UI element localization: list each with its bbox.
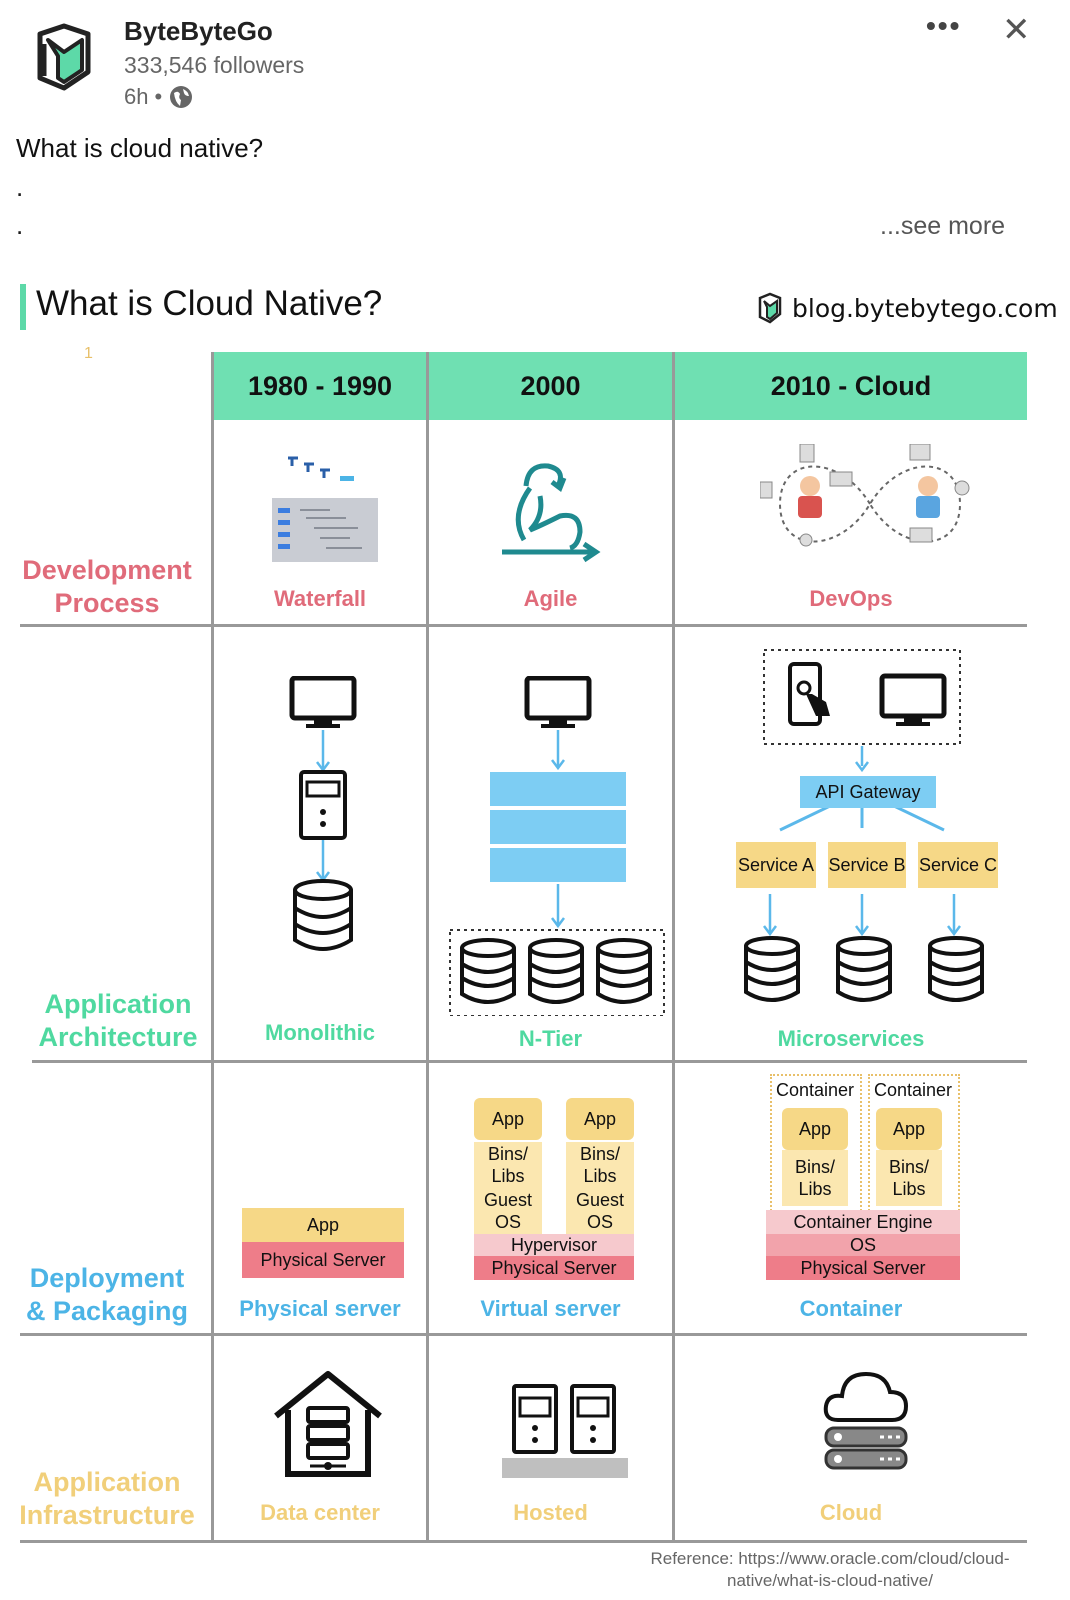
virtual-physical-server-layer: Physical Server <box>474 1256 634 1280</box>
caption-physical-server: Physical server <box>239 1296 401 1321</box>
column-header-2000: 2000 <box>429 352 672 420</box>
cloud-icon <box>823 1371 909 1470</box>
reference-line: Reference: https://www.oracle.com/cloud/… <box>650 1549 1010 1568</box>
container-1-label: Container <box>772 1078 858 1102</box>
marker-number: 1 <box>84 345 93 362</box>
caption-virtual-server: Virtual server <box>480 1296 621 1321</box>
grid-divider <box>32 1060 1027 1063</box>
post-text: What is cloud native? <box>16 133 264 163</box>
grid-divider <box>426 352 429 1542</box>
row-label-line: & Packaging <box>25 1296 189 1326</box>
caption-hosted: Hosted <box>513 1500 588 1525</box>
row-label-deployment: Deployment & Packaging <box>14 1262 200 1328</box>
reference-line: native/what-is-cloud-native/ <box>727 1571 933 1590</box>
caption-container: Container <box>799 1296 903 1321</box>
ntier-diagram <box>449 676 665 1016</box>
monolithic-diagram <box>289 676 357 951</box>
vm2-guest-os: Guest OS <box>566 1188 634 1234</box>
more-options-icon[interactable]: ••• <box>926 10 962 41</box>
row-label-line: Development <box>22 555 192 585</box>
row-label-architecture: Application Architecture <box>22 988 214 1054</box>
vm1-bins: Bins/ Libs <box>474 1142 542 1188</box>
bytebytego-small-logo-icon <box>758 292 782 324</box>
devops-infinity-icon <box>760 444 970 547</box>
row-label-infrastructure: Application Infrastructure <box>10 1466 204 1532</box>
container-1-app: App <box>782 1108 848 1150</box>
api-gateway-box: API Gateway <box>800 776 936 808</box>
caption-monolithic: Monolithic <box>265 1020 375 1045</box>
container-2-label: Container <box>870 1078 956 1102</box>
row-label-line: Infrastructure <box>19 1500 195 1530</box>
time-separator: • <box>154 84 163 109</box>
service-b-box: Service B <box>828 842 906 888</box>
row-label-line: Process <box>54 588 160 618</box>
caption-agile: Agile <box>523 586 578 611</box>
bytebytego-logo[interactable] <box>30 20 98 94</box>
hypervisor-layer: Hypervisor <box>474 1234 634 1256</box>
waterfall-icon <box>272 456 378 562</box>
row-label-line: Architecture <box>38 1022 198 1052</box>
service-c-box: Service C <box>918 842 998 888</box>
row-label-line: Deployment <box>29 1263 185 1293</box>
grid-divider <box>20 624 1027 627</box>
container-2-bins: Bins/ Libs <box>876 1150 942 1206</box>
vm1-app: App <box>474 1098 542 1140</box>
globe-icon <box>170 86 193 108</box>
caption-waterfall: Waterfall <box>273 586 367 611</box>
post-time-text: 6h <box>124 84 149 109</box>
grid-divider <box>672 352 675 1542</box>
physical-app-layer: App <box>242 1208 404 1242</box>
title-accent-bar <box>20 284 26 330</box>
caption-ntier: N-Tier <box>518 1026 583 1051</box>
container-os-layer: OS <box>766 1234 960 1256</box>
blog-url: blog.bytebytego.com <box>792 293 1058 323</box>
follower-count: 333,546 followers <box>124 52 305 78</box>
vm2-bins: Bins/ Libs <box>566 1142 634 1188</box>
hosted-icon <box>502 1384 628 1478</box>
author-name[interactable]: ByteByteGo <box>124 16 273 46</box>
row-label-line: Application <box>44 989 192 1019</box>
container-2-app: App <box>876 1108 942 1150</box>
grid-divider <box>211 352 214 1542</box>
data-center-icon <box>274 1371 382 1477</box>
infographic-title: What is Cloud Native? <box>36 284 383 323</box>
post-text-dot: . <box>16 210 24 240</box>
grid-divider <box>20 1333 1027 1336</box>
vm1-guest-os: Guest OS <box>474 1188 542 1234</box>
row-label-development: Development Process <box>14 554 200 620</box>
row-label-line: Application <box>33 1467 181 1497</box>
see-more-link[interactable]: ...see more <box>880 212 1006 240</box>
agile-icon <box>502 463 601 563</box>
container-physical-server-layer: Physical Server <box>766 1256 960 1280</box>
vm2-app: App <box>566 1098 634 1140</box>
grid-divider <box>20 1540 1027 1543</box>
caption-microservices: Microservices <box>777 1026 925 1051</box>
close-icon[interactable]: ✕ <box>1002 11 1031 49</box>
column-header-2010-cloud: 2010 - Cloud <box>675 352 1027 420</box>
post-time: 6h • <box>124 84 194 110</box>
reference-note: Reference: https://www.oracle.com/cloud/… <box>630 1548 1030 1592</box>
container-engine-layer: Container Engine <box>766 1210 960 1234</box>
container-1-bins: Bins/ Libs <box>782 1150 848 1206</box>
microservices-diagram <box>744 649 984 1002</box>
service-a-box: Service A <box>736 842 816 888</box>
column-header-1980: 1980 - 1990 <box>214 352 426 420</box>
caption-devops: DevOps <box>809 586 893 611</box>
blog-link: blog.bytebytego.com <box>756 292 1058 324</box>
post-text-dot: . <box>16 172 24 202</box>
caption-data-center: Data center <box>260 1500 380 1525</box>
physical-server-layer: Physical Server <box>242 1242 404 1278</box>
caption-cloud: Cloud <box>819 1500 883 1525</box>
